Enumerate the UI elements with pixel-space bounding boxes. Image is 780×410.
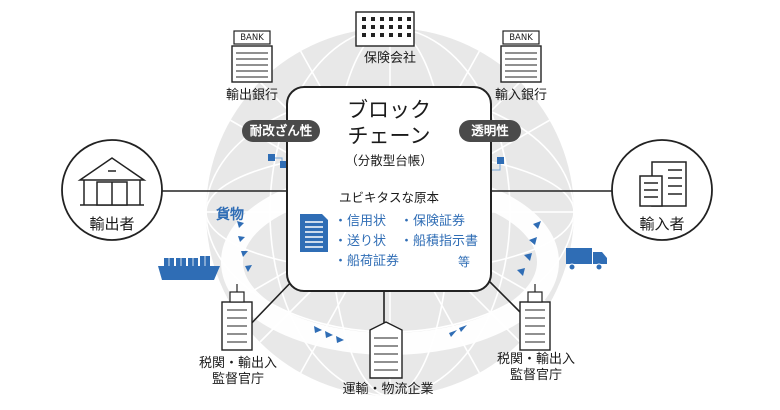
blockchain-title-line1: ブロック bbox=[347, 98, 431, 122]
document-item-invoice: ・送り状 bbox=[334, 234, 387, 249]
customs-right-label-line2: 監督官庁 bbox=[509, 368, 562, 383]
cargo-label: 貨物 bbox=[216, 207, 244, 223]
customs-building-icon-left bbox=[221, 284, 253, 351]
customs-left-label-line1: 税関・輸出入 bbox=[198, 356, 277, 371]
cargo-flow-arrows-bottom bbox=[314, 325, 467, 343]
network-links bbox=[162, 190, 612, 331]
bank-sign-left: BANK bbox=[240, 33, 264, 43]
document-item-insurance-policy: ・保険証券 bbox=[400, 214, 466, 229]
bank-sign-right: BANK bbox=[509, 33, 533, 43]
factory-building-icon bbox=[639, 161, 687, 207]
customs-left-label-line2: 監督官庁 bbox=[211, 372, 264, 387]
logistics-building-icon bbox=[369, 321, 403, 379]
cargo-flow-arrows-right bbox=[517, 221, 541, 276]
cargo-flow-arrows-left bbox=[237, 221, 252, 272]
customs-right-label-line1: 税関・輸出入 bbox=[496, 352, 575, 367]
truck-icon bbox=[566, 248, 607, 271]
warehouse-icon bbox=[77, 157, 147, 206]
document-item-letter-of-credit: ・信用状 bbox=[334, 214, 387, 229]
blockchain-subtitle: （分散型台帳） bbox=[345, 153, 433, 168]
document-item-etc: 等 bbox=[458, 255, 471, 269]
exporter-node bbox=[61, 139, 163, 241]
importer-label: 輸入者 bbox=[639, 215, 685, 233]
exporter-label: 輸出者 bbox=[89, 215, 135, 233]
transparency-badge: 透明性 bbox=[459, 120, 521, 142]
document-item-bill-of-lading: ・船荷証券 bbox=[334, 254, 400, 269]
cargo-ship-icon bbox=[158, 256, 220, 280]
bank-building-icon-right bbox=[500, 30, 542, 83]
import-bank-label: 輸入銀行 bbox=[494, 88, 547, 103]
insurance-company-label: 保険会社 bbox=[363, 51, 416, 66]
customs-building-icon-right bbox=[519, 284, 551, 351]
export-bank-label: 輸出銀行 bbox=[225, 88, 278, 103]
blockchain-ledger-box bbox=[286, 86, 492, 292]
insurance-building-icon bbox=[355, 11, 415, 47]
importer-node bbox=[611, 139, 713, 241]
document-icon bbox=[300, 214, 328, 252]
ubiquitous-original-label: ユビキタスな原本 bbox=[338, 190, 439, 205]
logistics-company-label: 運輸・物流企業 bbox=[342, 382, 434, 397]
blockchain-title-line2: チェーン bbox=[347, 124, 431, 148]
document-item-shipping-instructions: ・船積指示書 bbox=[400, 234, 479, 249]
tamper-resistance-badge: 耐改ざん性 bbox=[242, 120, 320, 142]
bank-building-icon-left bbox=[231, 30, 273, 83]
